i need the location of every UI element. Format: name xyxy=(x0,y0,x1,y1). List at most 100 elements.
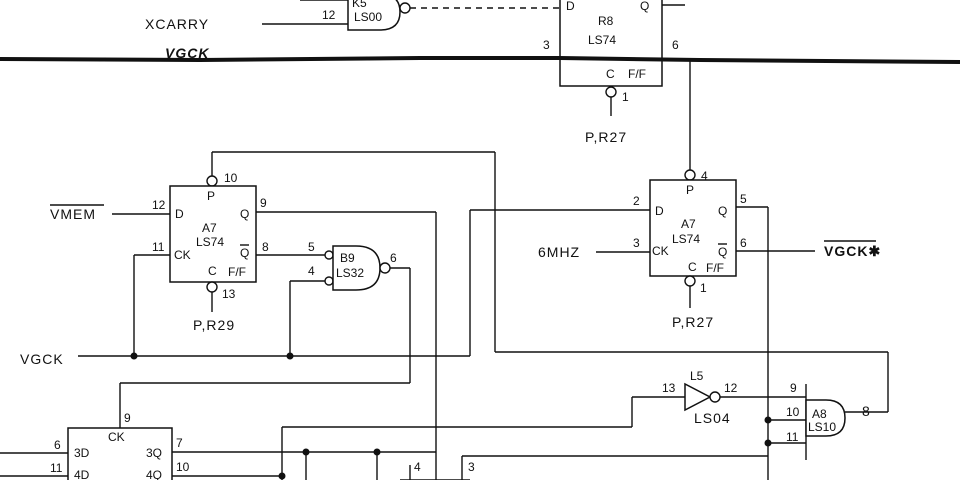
chip-r8-ref: R8 xyxy=(598,14,614,28)
chip-bottom-4q: 4Q xyxy=(146,468,162,480)
pin-a8-y: 8 xyxy=(862,403,871,419)
gate-l5-inverter: L5 LS04 xyxy=(684,369,731,426)
pin-r8-q: 6 xyxy=(672,38,679,52)
pin-bot-4d: 11 xyxy=(50,461,63,475)
chip-a7l-ref: A7 xyxy=(202,221,217,235)
chip-b9-part: LS32 xyxy=(336,266,364,280)
chip-a7r-qbar: Q xyxy=(718,245,727,259)
pin-a7l-pre: 10 xyxy=(224,171,238,185)
pin-r8-clr: 1 xyxy=(622,90,629,104)
pin-bot-3q: 7 xyxy=(176,436,183,450)
pin-a8-b: 10 xyxy=(786,405,800,419)
pin-ls00-in: 12 xyxy=(322,8,336,22)
gate-ls00: K5 LS00 xyxy=(347,0,411,31)
pin-b9-y: 6 xyxy=(390,251,397,265)
chip-a7l-ck: CK xyxy=(174,248,191,262)
chip-a7r-ck: CK xyxy=(652,244,669,258)
pin-bot-3d: 6 xyxy=(54,438,61,452)
gate-a8: A8 LS10 xyxy=(805,399,846,437)
signal-vgck-top: VGCK xyxy=(165,45,209,61)
chip-a7r-q: Q xyxy=(718,204,727,218)
pin-a7l-qbar: 8 xyxy=(262,240,269,254)
b9-input-b-bubble xyxy=(324,276,334,286)
chip-bottom-3d: 3D xyxy=(74,446,90,460)
junction-a8-c xyxy=(764,439,772,447)
pin-a7r-ck: 3 xyxy=(633,236,640,250)
pin-a7l-clr: 13 xyxy=(222,287,236,301)
chip-l5-ref: L5 xyxy=(690,369,704,383)
pin-a8-a: 9 xyxy=(790,381,797,395)
pin-a7r-qbar: 6 xyxy=(740,236,747,250)
pin-a7l-d: 12 xyxy=(152,198,166,212)
chip-a7r-d: D xyxy=(655,204,664,218)
chip-a7r-ref: A7 xyxy=(681,217,696,231)
chip-r8-part: LS74 xyxy=(588,33,616,47)
pin-a7l-ck: 11 xyxy=(152,240,165,254)
signal-xcarry: XCARRY xyxy=(145,16,209,32)
chip-a7r-sub: F/F xyxy=(706,261,724,275)
pin-inv-out: 12 xyxy=(724,381,738,395)
chip-bottom-register: CK 3D 4D 3Q 4Q xyxy=(67,427,173,480)
chip-a7l-q: Q xyxy=(240,207,249,221)
chip-bottom-ck: CK xyxy=(108,430,125,444)
a7l-preset-bubble xyxy=(206,175,218,187)
pin-b9-b: 4 xyxy=(308,264,315,278)
pin-r8-d: 3 xyxy=(543,38,550,52)
chip-a7r-part: LS74 xyxy=(672,232,700,246)
vgck-bus-line xyxy=(0,56,960,64)
pin-bot-4q: 10 xyxy=(176,460,190,474)
chip-a7l-part: LS74 xyxy=(196,235,224,249)
pin-mux-b: 3 xyxy=(468,460,475,474)
pin-bot-ck: 9 xyxy=(124,411,131,425)
chip-a7l-p: P xyxy=(207,189,215,203)
chip-r8-d: D xyxy=(566,0,575,13)
chip-bottom-3q: 3Q xyxy=(146,446,162,460)
b9-input-a-bubble xyxy=(324,250,334,260)
pin-b9-a: 5 xyxy=(308,240,315,254)
pin-mux-a: 4 xyxy=(414,460,421,474)
pin-a7r-pre: 4 xyxy=(701,169,708,183)
a7l-clear-bubble xyxy=(206,281,218,293)
chip-a8-ref: A8 xyxy=(812,407,827,421)
chip-b9-ref: B9 xyxy=(340,251,355,265)
label-a7l-preset: P,R29 xyxy=(193,317,235,333)
a7r-clear-bubble xyxy=(684,275,696,287)
chip-r8-c: C xyxy=(606,67,615,81)
pin-inv-in: 13 xyxy=(662,381,676,395)
a7r-preset-bubble xyxy=(684,169,696,181)
chip-a7-right: P D Q A7 LS74 CK Q C F/F xyxy=(649,179,737,277)
chip-a7r-p: P xyxy=(686,183,694,197)
junction-4q xyxy=(278,472,286,480)
chip-a7l-c: C xyxy=(208,264,217,278)
gate-b9: B9 LS32 xyxy=(332,245,381,291)
junction-vgck-1 xyxy=(130,352,138,360)
signal-6mhz: 6MHZ xyxy=(538,244,580,260)
pin-a7r-q: 5 xyxy=(740,192,747,206)
pin-a7r-d: 2 xyxy=(633,194,640,208)
chip-a7r-c: C xyxy=(688,260,697,274)
chip-a8-part: LS10 xyxy=(808,420,836,434)
b9-output-bubble xyxy=(379,262,391,274)
chip-bottom-4d: 4D xyxy=(74,468,90,480)
chip-a7-left: P D Q A7 LS74 Q CK C F/F xyxy=(169,185,257,283)
signal-vgck-left: VGCK xyxy=(20,351,64,367)
chip-r8: D Q R8 LS74 C F/F xyxy=(559,0,663,98)
label-a7r-preset: P,R27 xyxy=(672,314,714,330)
chip-r8-sub: F/F xyxy=(628,67,646,81)
chip-ls00-part: LS00 xyxy=(354,10,382,24)
junction-a8-b xyxy=(764,416,772,424)
chip-a7l-d: D xyxy=(175,207,184,221)
chip-ls00-ref: K5 xyxy=(352,0,367,10)
pin-a7r-clr: 1 xyxy=(700,281,707,295)
pin-a7l-q: 9 xyxy=(260,196,267,210)
chip-a7l-qbar: Q xyxy=(240,246,249,260)
chip-r8-q: Q xyxy=(640,0,649,13)
signal-vgck-star: VGCK✱ xyxy=(824,243,881,259)
pin-a8-c: 11 xyxy=(786,430,799,444)
signal-vmem: VMEM xyxy=(50,206,96,222)
chip-a7l-sub: F/F xyxy=(228,265,246,279)
junction-vgck-2 xyxy=(286,352,294,360)
label-r8-preset: P,R27 xyxy=(585,129,627,145)
chip-l5-part: LS04 xyxy=(694,410,731,426)
